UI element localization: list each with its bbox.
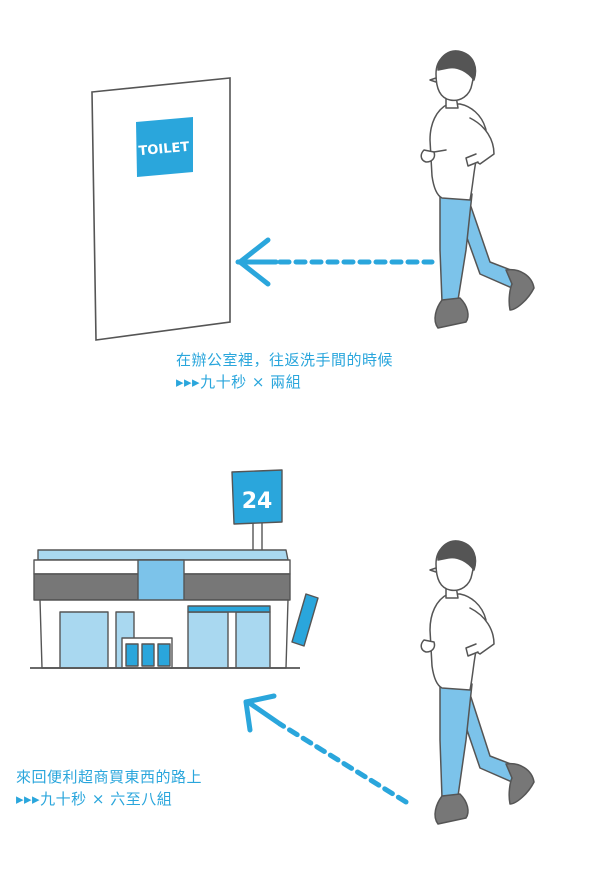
toilet-sign-text: TOILET bbox=[138, 140, 190, 159]
walking-arrow bbox=[235, 237, 435, 287]
store-24-sign: 24 bbox=[231, 469, 283, 552]
store-24-sign-text: 24 bbox=[242, 489, 273, 514]
office-caption-line2: ▸▸▸九十秒 × 兩組 bbox=[176, 373, 302, 391]
walking-person-2 bbox=[420, 540, 535, 825]
toilet-sign: TOILET bbox=[136, 117, 193, 177]
office-caption-line1: 在辦公室裡，往返洗手間的時候 bbox=[176, 351, 394, 369]
office-illustration: TOILET bbox=[91, 50, 535, 341]
store-caption-line2: ▸▸▸九十秒 × 六至八組 bbox=[16, 790, 173, 808]
walking-person bbox=[420, 50, 535, 329]
store-caption-line1: 來回便利超商買東西的路上 bbox=[16, 768, 203, 786]
office-scene: TOILET bbox=[0, 0, 600, 440]
office-caption: 在辦公室裡，往返洗手間的時候 ▸▸▸九十秒 × 兩組 bbox=[176, 349, 393, 393]
toilet-door: TOILET bbox=[91, 77, 231, 341]
store-scene: 24 bbox=[0, 440, 600, 890]
store-illustration: 24 bbox=[30, 469, 535, 825]
convenience-store: 24 bbox=[30, 469, 319, 669]
store-caption: 來回便利超商買東西的路上 ▸▸▸九十秒 × 六至八組 bbox=[16, 766, 202, 810]
walking-arrow-diagonal bbox=[243, 693, 409, 805]
